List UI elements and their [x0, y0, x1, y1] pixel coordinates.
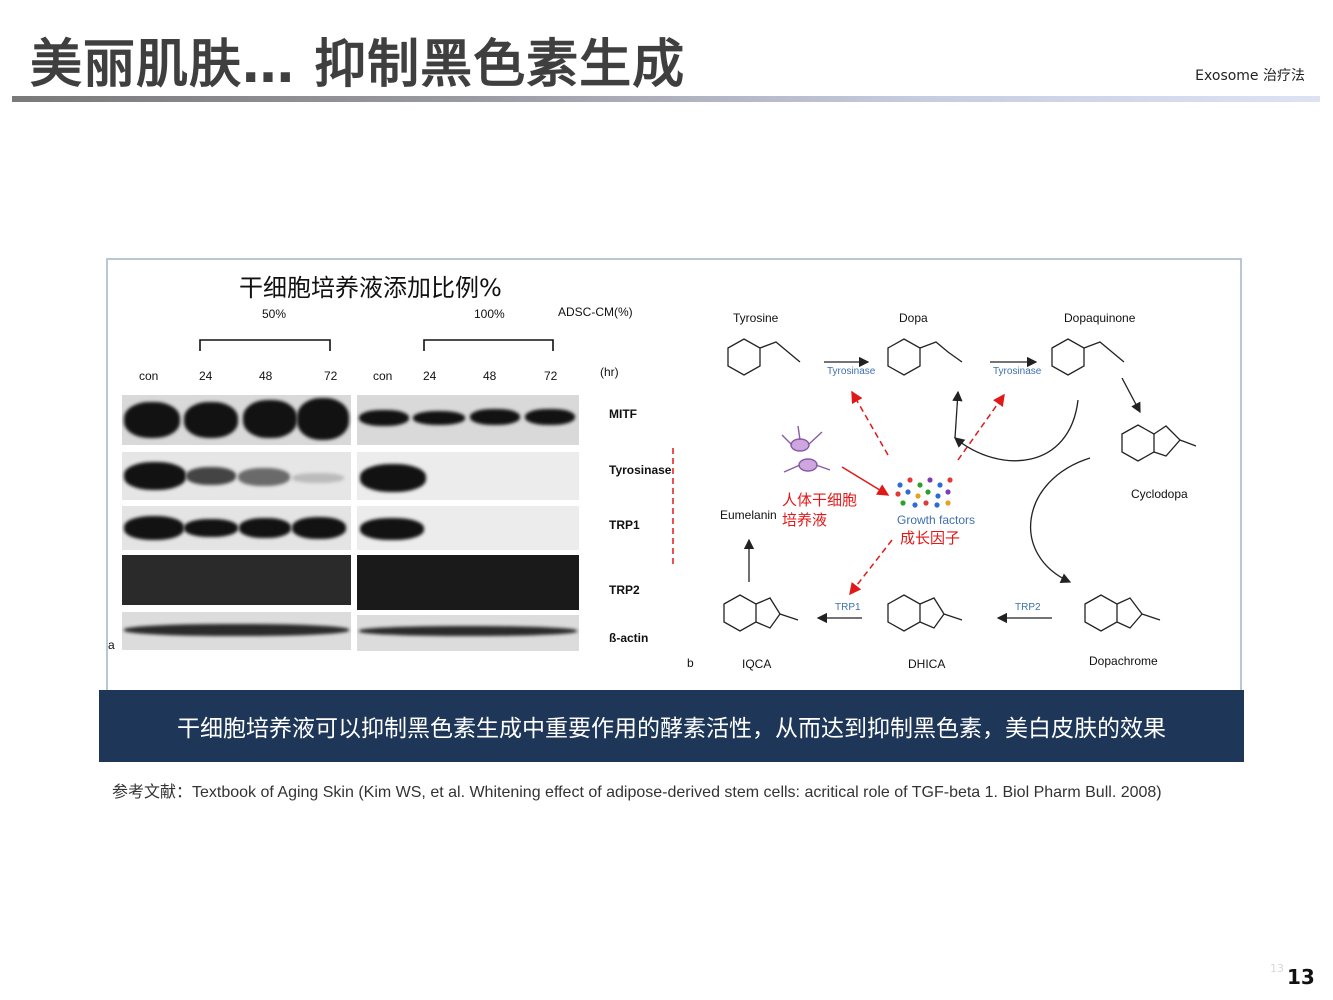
compound-tyrosine: Tyrosine	[733, 311, 779, 325]
enzyme-label: TRP2	[1015, 602, 1041, 613]
blot-strip	[357, 555, 579, 610]
compound-dopa: Dopa	[899, 311, 928, 325]
blot-band	[124, 462, 186, 490]
blot-band	[238, 468, 290, 486]
blot-band	[124, 516, 184, 540]
lane-label: 24	[423, 369, 437, 383]
enzyme-label: Tyrosinase	[993, 366, 1042, 377]
lane-label: 72	[544, 369, 558, 383]
growth-factors-cn-label: 成长因子	[900, 529, 961, 547]
blot-band	[239, 518, 291, 538]
time-unit-label: (hr)	[600, 365, 619, 379]
compound-dopaquinone: Dopaquinone	[1064, 311, 1136, 325]
slide-subtitle: Exosome 治疗法	[1195, 68, 1305, 84]
blot-band	[359, 410, 409, 426]
reference-citation: 参考文献：Textbook of Aging Skin (Kim WS, et …	[112, 784, 1162, 801]
caption-text: 干细胞培养液可以抑制黑色素生成中重要作用的酵素活性，从而达到抑制黑色素，美白皮肤…	[177, 716, 1166, 742]
blot-band	[184, 402, 238, 438]
enzyme-label: Tyrosinase	[827, 366, 876, 377]
blot-row-label: ß-actin	[609, 631, 649, 645]
caption-bar: 干细胞培养液可以抑制黑色素生成中重要作用的酵素活性，从而达到抑制黑色素，美白皮肤…	[99, 690, 1244, 762]
compound-eumelanin: Eumelanin	[720, 508, 777, 522]
lane-label: 48	[259, 369, 273, 383]
lane-label: 24	[199, 369, 213, 383]
page-number: 13	[1287, 965, 1315, 989]
panel-a-label: a	[108, 638, 115, 652]
panel-b-label: b	[687, 656, 694, 670]
blot-band	[292, 473, 344, 483]
blot-band	[184, 519, 238, 537]
figure-heading: 干细胞培养液添加比例%	[239, 274, 502, 302]
growth-factors-label: Growth factors	[897, 513, 976, 527]
title-divider	[12, 96, 1320, 102]
enzyme-label: TRP1	[835, 602, 861, 613]
blot-row-label: TRP1	[609, 518, 640, 532]
compound-dopachrome: Dopachrome	[1089, 654, 1158, 668]
compound-iqca: IQCA	[742, 657, 772, 671]
compound-dhica: DHICA	[908, 657, 946, 671]
blot-band	[124, 624, 349, 636]
blot-row-label: TRP2	[609, 583, 640, 597]
blot-strip	[122, 555, 351, 605]
compound-cyclodopa: Cyclodopa	[1131, 487, 1188, 501]
stem-cell-medium-label: 培养液	[782, 511, 828, 529]
blot-band	[186, 467, 236, 485]
page-number-ghost: 13	[1270, 962, 1284, 975]
lane-label: 48	[483, 369, 497, 383]
lane-label: con	[373, 369, 393, 383]
group-100-label: 100%	[474, 307, 505, 321]
blot-band	[413, 411, 465, 425]
blot-band	[360, 518, 424, 540]
blot-band	[360, 464, 426, 492]
lane-label: 72	[324, 369, 338, 383]
blot-band	[292, 517, 346, 539]
blot-row-label: MITF	[609, 407, 637, 421]
concentration-label: ADSC-CM(%)	[558, 305, 633, 319]
blot-band	[297, 398, 349, 440]
blot-band	[243, 400, 297, 438]
blot-band	[525, 409, 575, 425]
blot-row-label: Tyrosinase	[609, 463, 672, 477]
group-50-label: 50%	[262, 307, 287, 321]
stem-cell-medium-label: 人体干细胞	[782, 491, 858, 509]
blot-band	[359, 626, 577, 636]
blot-band	[124, 402, 180, 438]
slide-title: 美丽肌肤… 抑制黑色素生成	[30, 35, 686, 95]
blot-band	[470, 409, 520, 425]
lane-label: con	[139, 369, 159, 383]
